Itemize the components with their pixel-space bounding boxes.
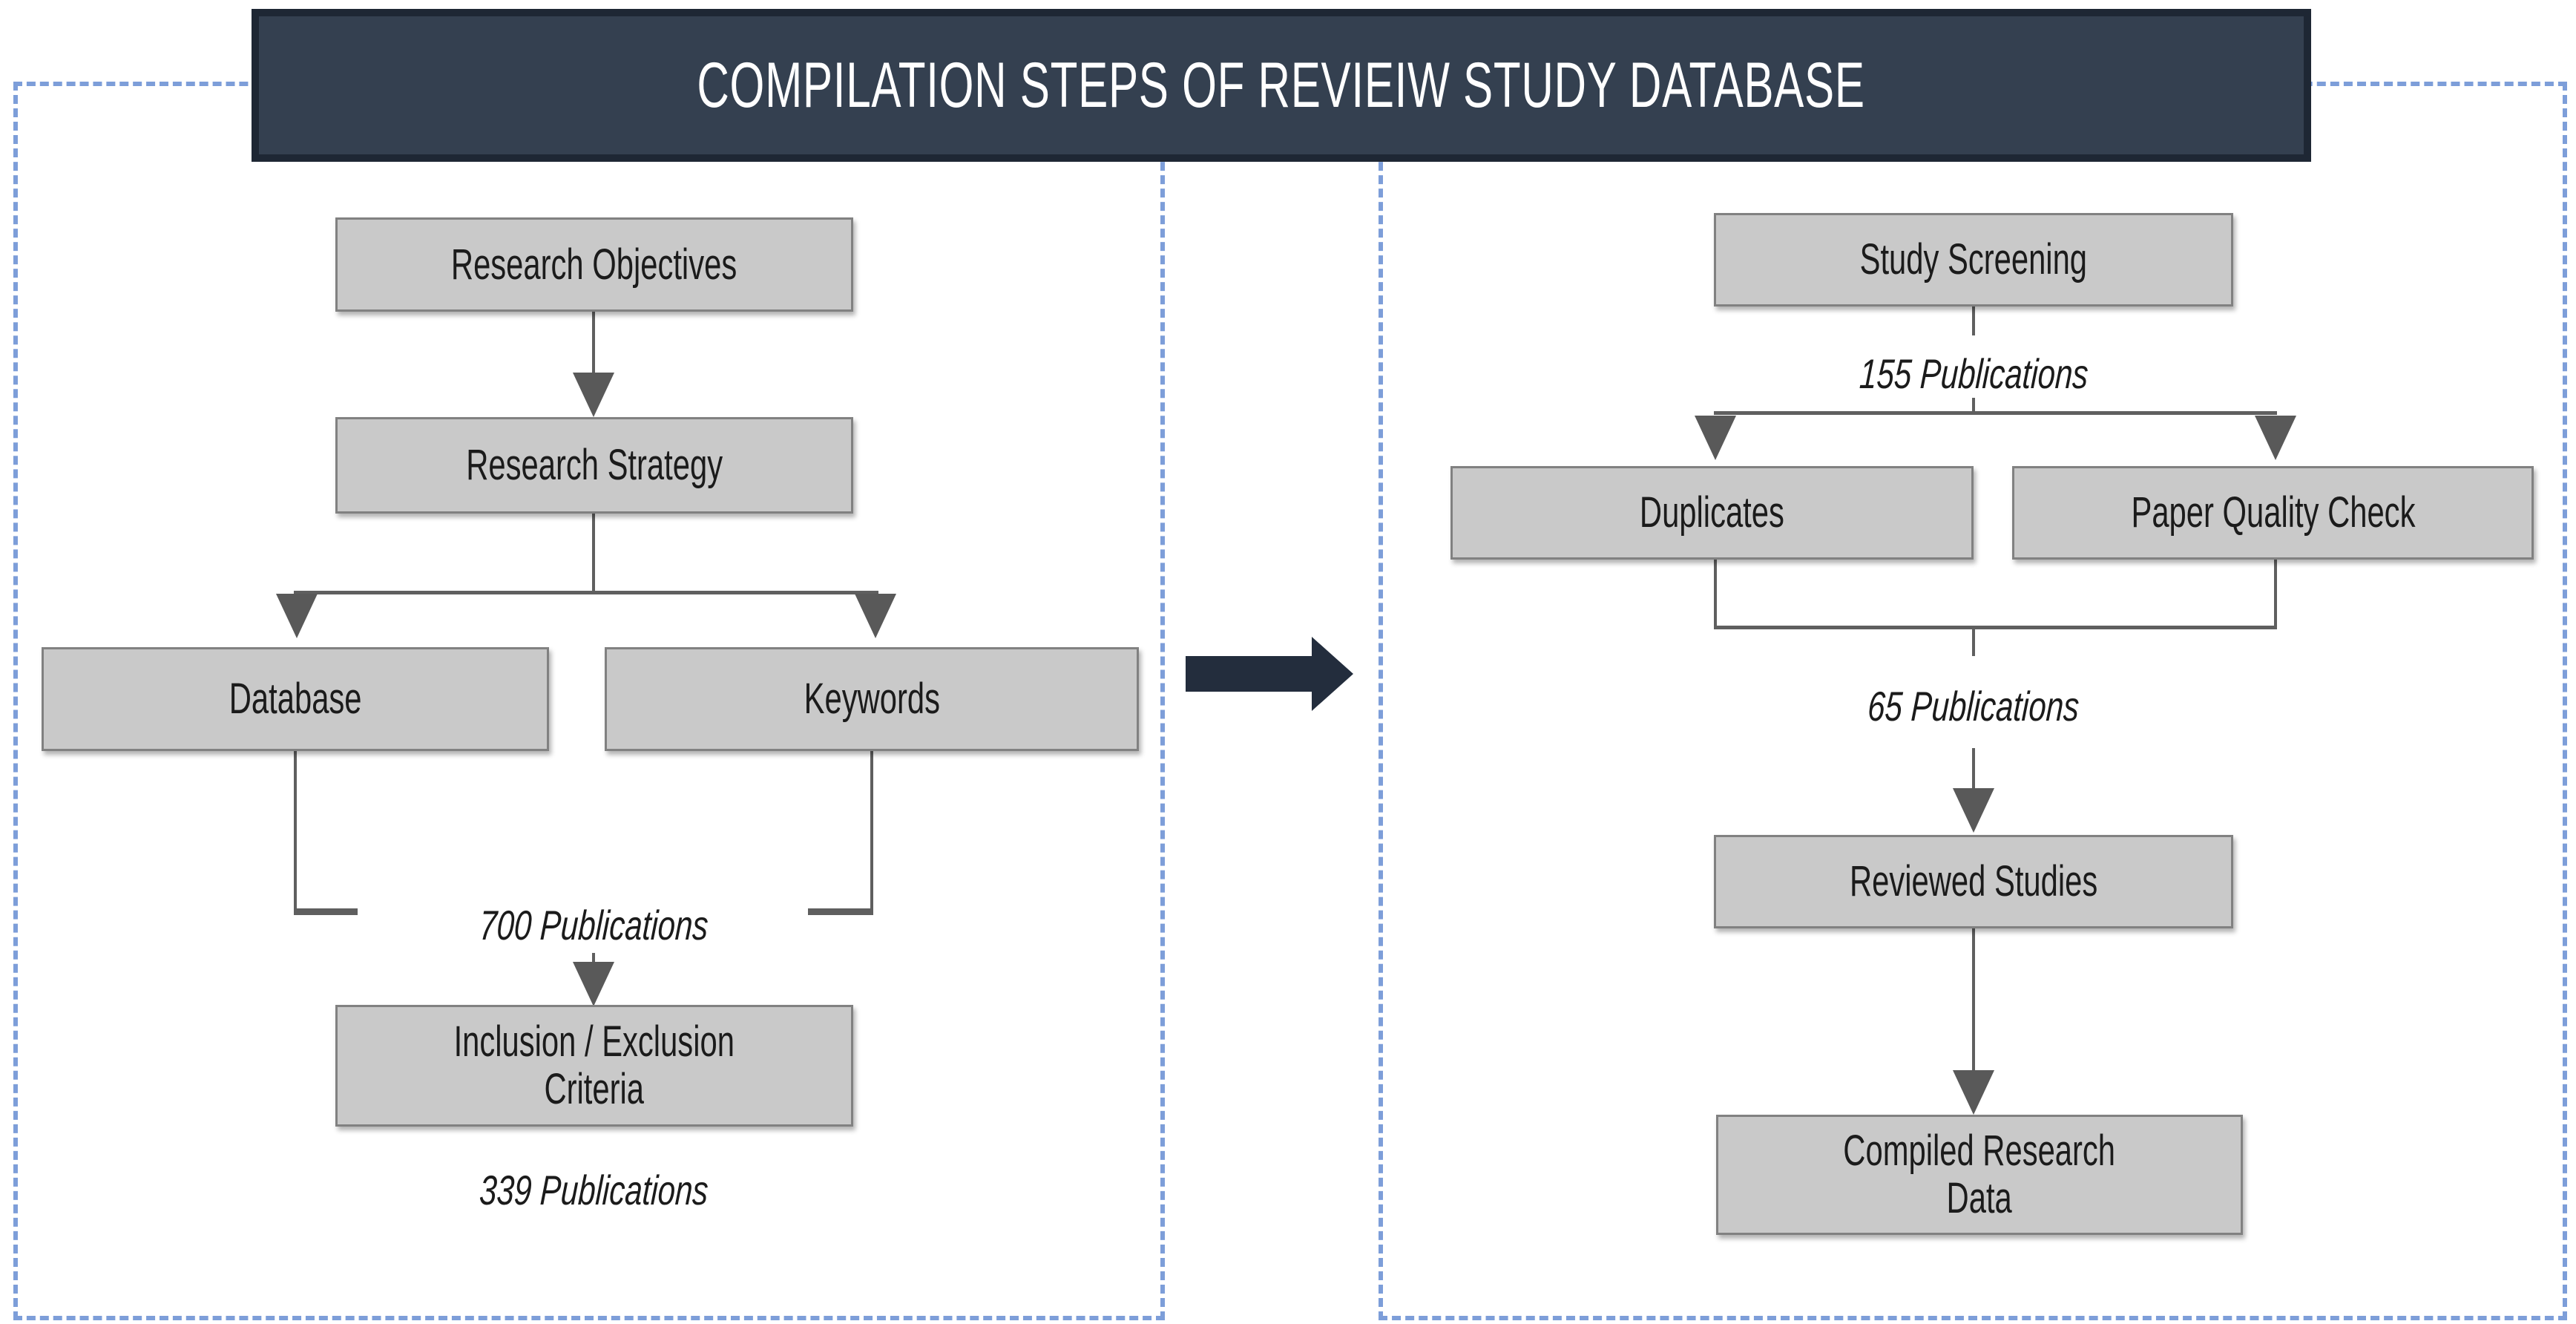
node-database-label: Database (229, 675, 362, 723)
node-study-screening-label: Study Screening (1859, 235, 2088, 284)
connector-screening-branch-stub (1972, 398, 1975, 413)
node-research-strategy-label: Research Strategy (466, 441, 723, 489)
label-700-publications: 700 Publications (478, 902, 709, 948)
arrowhead-branch-to-keywords (855, 594, 896, 638)
node-duplicates: Duplicates (1450, 466, 1974, 560)
arrowhead-branch-to-quality-check (2255, 416, 2296, 460)
node-duplicates-label: Duplicates (1640, 488, 1784, 537)
connector-strategy-branch (294, 591, 878, 594)
arrowhead-branch-to-duplicates (1695, 416, 1736, 460)
node-database: Database (42, 647, 549, 751)
connector-to-compiled-data (1972, 928, 1975, 1073)
connector-database-down (294, 751, 297, 915)
node-research-objectives: Research Objectives (335, 217, 853, 312)
connector-quality-check-down (2274, 560, 2277, 629)
connector-objectives-to-strategy (592, 312, 595, 374)
node-research-objectives-label: Research Objectives (451, 240, 737, 289)
label-65-publications: 65 Publications (1866, 683, 2081, 730)
node-inclusion-exclusion-criteria: Inclusion / Exclusion Criteria (335, 1005, 853, 1127)
arrowhead-to-compiled-data (1953, 1070, 1994, 1115)
panel-transition-arrow-shaft (1186, 656, 1312, 692)
node-study-screening: Study Screening (1714, 213, 2233, 307)
connector-screening-stub (1972, 307, 1975, 335)
node-compiled-research-data-label: Compiled Research Data (1843, 1127, 2116, 1222)
node-compiled-research-data: Compiled Research Data (1716, 1115, 2243, 1235)
panel-transition-arrow-icon (1312, 637, 1353, 711)
node-research-strategy: Research Strategy (335, 417, 853, 514)
label-155-publications: 155 Publications (1858, 350, 2089, 397)
connector-duplicates-down (1714, 560, 1717, 629)
node-inclusion-exclusion-criteria-label: Inclusion / Exclusion Criteria (453, 1017, 735, 1113)
node-paper-quality-check: Paper Quality Check (2012, 466, 2534, 560)
node-keywords-label: Keywords (804, 675, 940, 723)
connector-to-reviewed-studies (1972, 748, 1975, 794)
node-keywords: Keywords (605, 647, 1139, 751)
diagram-title-bar: COMPILATION STEPS OF REVIEIW STUDY DATAB… (252, 9, 2311, 162)
connector-keywords-down (870, 751, 873, 915)
node-paper-quality-check-label: Paper Quality Check (2131, 488, 2415, 537)
node-reviewed-studies: Reviewed Studies (1714, 835, 2233, 928)
arrowhead-branch-to-database (276, 594, 318, 638)
connector-screening-branch (1714, 411, 2277, 415)
node-reviewed-studies-label: Reviewed Studies (1849, 857, 2098, 905)
arrowhead-to-criteria (573, 962, 614, 1006)
connector-merge-line (1714, 626, 2277, 629)
connector-database-tick (294, 908, 358, 915)
diagram-title: COMPILATION STEPS OF REVIEIW STUDY DATAB… (697, 49, 1866, 121)
connector-keywords-tick (808, 908, 872, 915)
arrowhead-to-reviewed-studies (1953, 788, 1994, 833)
connector-merge-stub (1972, 629, 1975, 656)
label-339-publications: 339 Publications (478, 1167, 709, 1213)
connector-to-criteria (592, 953, 595, 968)
connector-strategy-stub (592, 514, 595, 592)
arrowhead-objectives-to-strategy (573, 373, 614, 417)
